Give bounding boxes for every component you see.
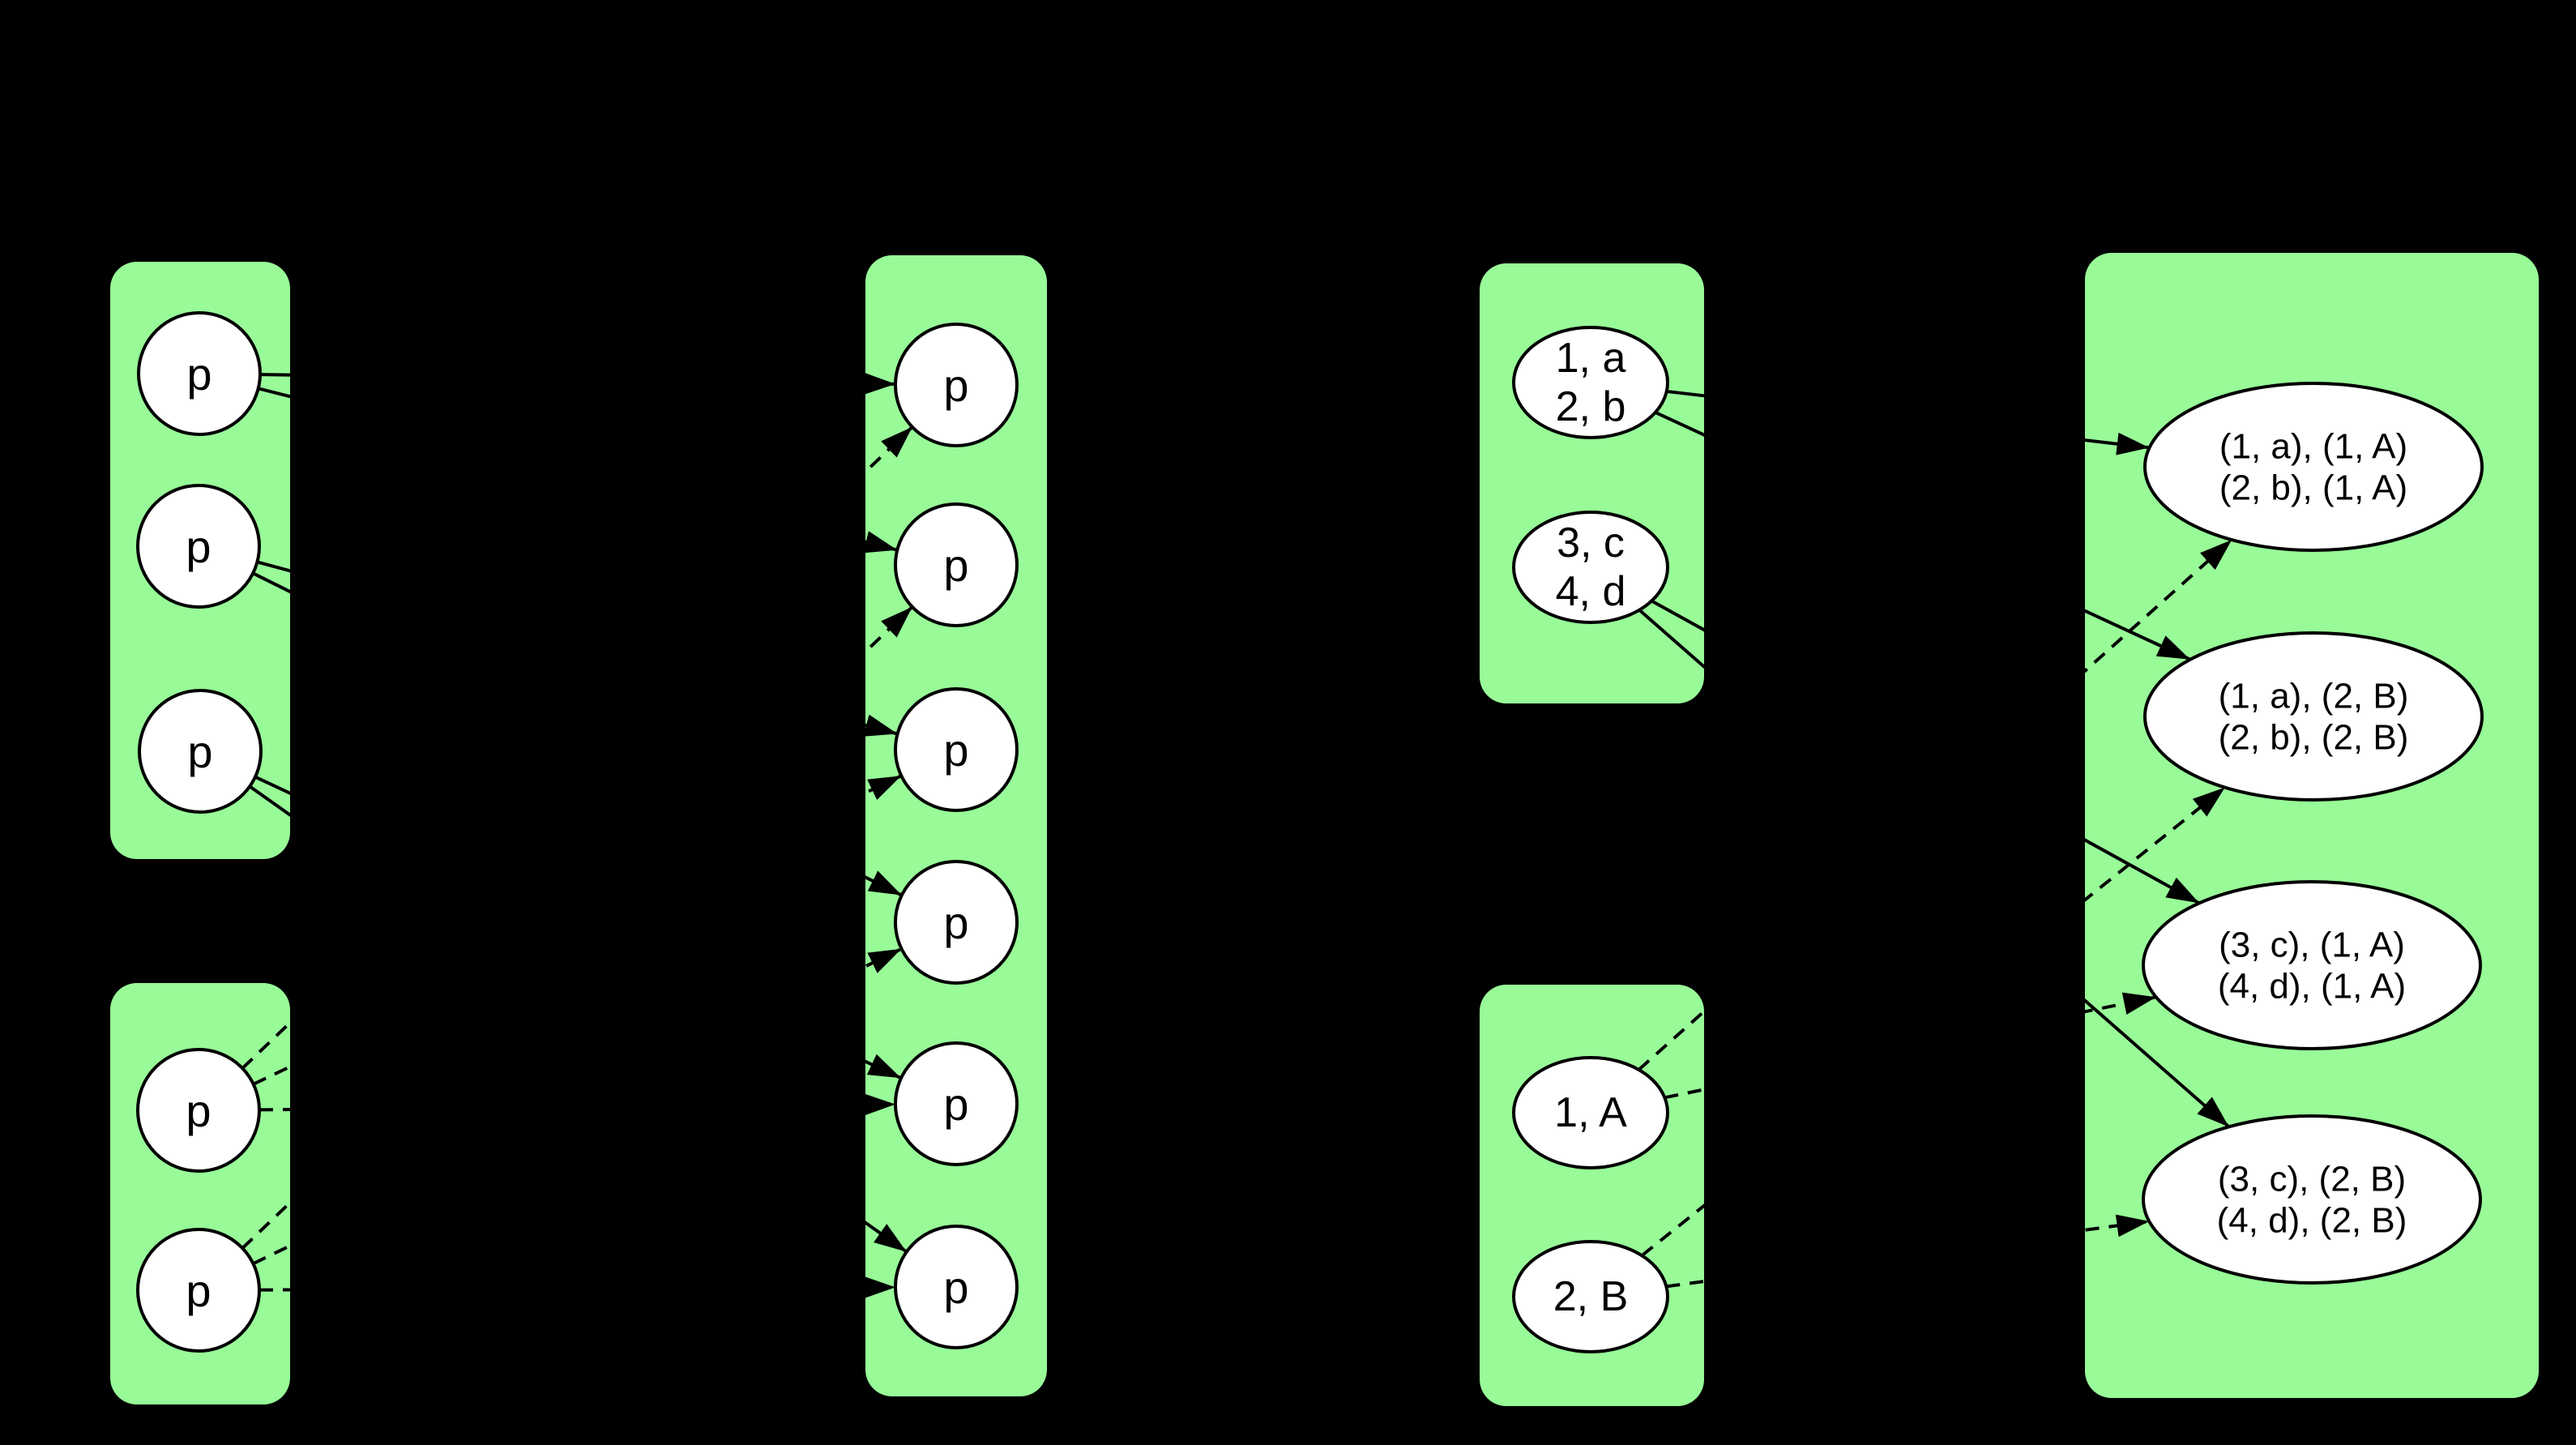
node-label-line: (3, c), (2, B) — [2218, 1159, 2406, 1199]
edge-solid-T1-C2 — [258, 387, 898, 554]
edge-dashed-B1-C3 — [252, 774, 903, 1086]
node-label-line: p — [943, 1079, 968, 1130]
state-node-T3 — [138, 689, 263, 814]
node-label-D4: (3, c), (2, B)(4, d), (2, B) — [2217, 1159, 2407, 1240]
node-label-line: p — [187, 726, 212, 777]
node-label-B2: p — [186, 1265, 211, 1316]
state-node-F2 — [1512, 1240, 1669, 1353]
state-node-D1 — [2143, 382, 2484, 552]
state-node-C3 — [894, 687, 1019, 812]
node-label-C4: p — [943, 897, 968, 948]
node-label-line: (3, c), (1, A) — [2219, 925, 2405, 964]
node-label-line: (1, a), (1, A) — [2219, 426, 2407, 466]
node-label-D2: (1, a), (2, B)(2, b), (2, B) — [2219, 676, 2409, 757]
node-label-F2: 2, B — [1553, 1273, 1629, 1320]
node-label-line: 4, d — [1556, 568, 1626, 615]
edge-layer — [241, 372, 2233, 1299]
node-label-line: p — [943, 360, 968, 411]
node-label-line: 2, B — [1553, 1273, 1629, 1320]
edge-dashed-F2-D2 — [1640, 786, 2227, 1257]
edge-dashed-B2-C6 — [258, 1276, 896, 1299]
edge-solid-T3-C5 — [254, 775, 902, 1080]
edge-dashed-F2-D4 — [1666, 1214, 2150, 1289]
node-label-B1: p — [186, 1085, 211, 1136]
node-label-C1: p — [943, 360, 968, 411]
edge-solid-E1-D2 — [1654, 411, 2191, 661]
state-node-D4 — [2142, 1114, 2482, 1285]
edge-solid-T2-C4 — [252, 571, 903, 897]
edge-solid-T2-C3 — [256, 560, 899, 737]
node-label-T3: p — [187, 726, 212, 777]
node-label-C3: p — [943, 725, 968, 776]
edge-dashed-B2-C2 — [241, 605, 914, 1250]
node-label-line: p — [943, 1262, 968, 1313]
edge-solid-T3-C6 — [249, 784, 908, 1254]
node-label-line: 1, a — [1556, 335, 1626, 382]
edge-solid-E2-D4 — [1638, 609, 2230, 1128]
node-label-C5: p — [943, 1079, 968, 1130]
state-node-C5 — [894, 1041, 1019, 1166]
node-label-F1: 1, A — [1554, 1089, 1627, 1136]
state-node-F1 — [1512, 1056, 1669, 1169]
node-label-line: p — [186, 1265, 211, 1316]
node-label-line: (4, d), (2, B) — [2217, 1200, 2407, 1240]
node-label-D1: (1, a), (1, A)(2, b), (1, A) — [2219, 426, 2407, 507]
node-label-line: (1, a), (2, B) — [2219, 676, 2409, 716]
node-label-line: (4, d), (1, A) — [2218, 966, 2406, 1006]
edge-dashed-F1-D1 — [1638, 538, 2233, 1071]
state-node-D2 — [2143, 631, 2484, 802]
state-node-D3 — [2142, 880, 2482, 1050]
node-label-T1: p — [186, 348, 211, 400]
node-label-line: p — [186, 348, 211, 400]
edge-solid-E2-D3 — [1651, 599, 2201, 905]
state-node-T1 — [137, 311, 262, 436]
state-node-B1 — [136, 1048, 261, 1173]
node-label-line: p — [943, 725, 968, 776]
edge-dashed-F1-D3 — [1664, 992, 2157, 1100]
edge-solid-E1-D1 — [1666, 389, 2150, 455]
edge-solid-T1-C1 — [259, 372, 896, 395]
state-node-C1 — [894, 323, 1019, 447]
node-label-C6: p — [943, 1262, 968, 1313]
node-label-T2: p — [186, 521, 211, 572]
node-label-line: p — [186, 521, 211, 572]
node-label-line: 1, A — [1554, 1089, 1627, 1136]
state-node-E2 — [1512, 511, 1669, 624]
state-node-C6 — [894, 1225, 1019, 1349]
node-label-line: p — [943, 540, 968, 591]
node-label-line: p — [186, 1085, 211, 1136]
state-node-C2 — [894, 502, 1019, 627]
state-node-E1 — [1512, 326, 1669, 439]
node-label-D3: (3, c), (1, A)(4, d), (1, A) — [2218, 925, 2406, 1006]
node-label-line: 2, b — [1556, 383, 1626, 430]
node-label-line: (2, b), (1, A) — [2219, 468, 2407, 507]
node-label-line: (2, b), (2, B) — [2219, 717, 2409, 757]
node-label-line: p — [943, 897, 968, 948]
state-node-C4 — [894, 860, 1019, 985]
state-node-B2 — [136, 1228, 261, 1353]
node-label-C2: p — [943, 540, 968, 591]
node-label-line: 3, c — [1557, 519, 1625, 566]
state-node-T2 — [136, 484, 261, 609]
edge-dashed-B2-C4 — [252, 947, 903, 1266]
edge-dashed-B1-C1 — [241, 425, 914, 1070]
